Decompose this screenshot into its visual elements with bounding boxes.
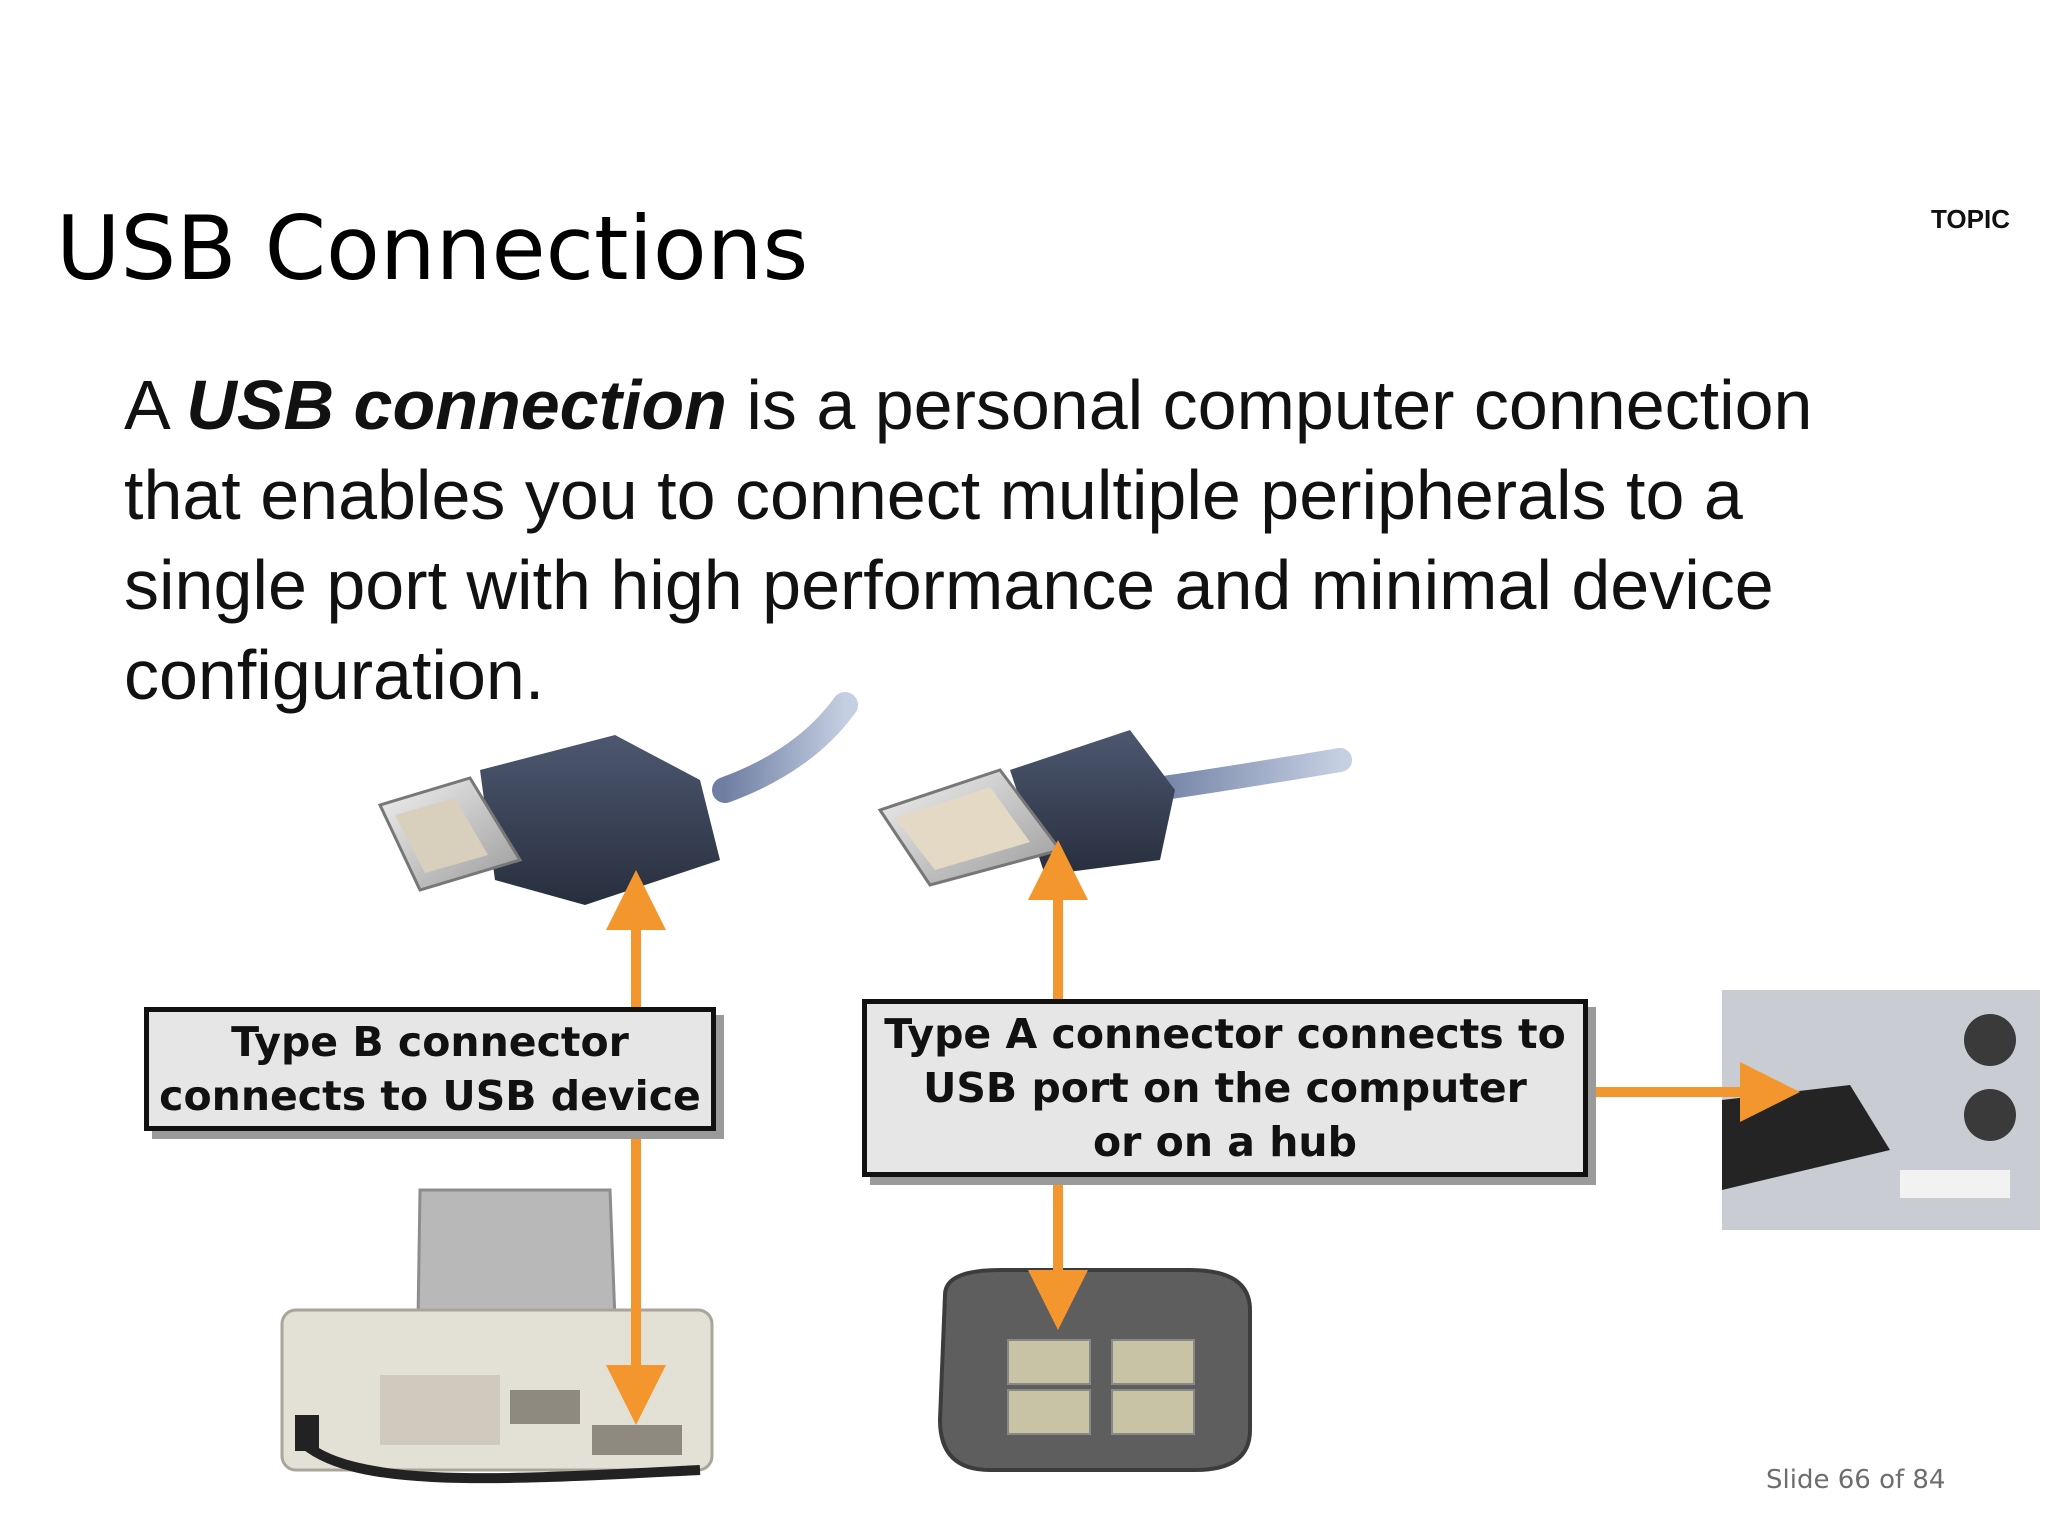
printer-image — [280, 1188, 714, 1484]
slide-number: Slide 66 of 84 — [1766, 1465, 1946, 1495]
body-prefix: A — [124, 366, 187, 444]
body-rest: is a personal computer connection that e… — [124, 366, 1813, 714]
type-b-connector-image — [377, 692, 858, 905]
body-text: A USB connection is a personal computer … — [124, 360, 1944, 720]
type-b-callout-line1: Type B connector — [231, 1018, 629, 1066]
type-a-callout: Type A connector connects to USB port on… — [862, 999, 1588, 1177]
callout-arrows — [606, 840, 1800, 1425]
type-a-callout-line2: USB port on the computer — [923, 1064, 1527, 1112]
type-a-connector-image — [877, 730, 1352, 887]
type-a-callout-line1: Type A connector connects to — [884, 1010, 1566, 1058]
type-b-callout: Type B connector connects to USB device — [144, 1007, 716, 1131]
computer-port-image — [1722, 990, 2040, 1230]
topic-label: TOPIC — [1931, 204, 2010, 234]
slide-title: USB Connections — [56, 197, 809, 300]
type-a-callout-line3: or on a hub — [1093, 1118, 1357, 1166]
usb-hub-image — [937, 1268, 1252, 1472]
body-term: USB connection — [186, 366, 727, 444]
type-b-callout-line2: connects to USB device — [159, 1072, 701, 1120]
